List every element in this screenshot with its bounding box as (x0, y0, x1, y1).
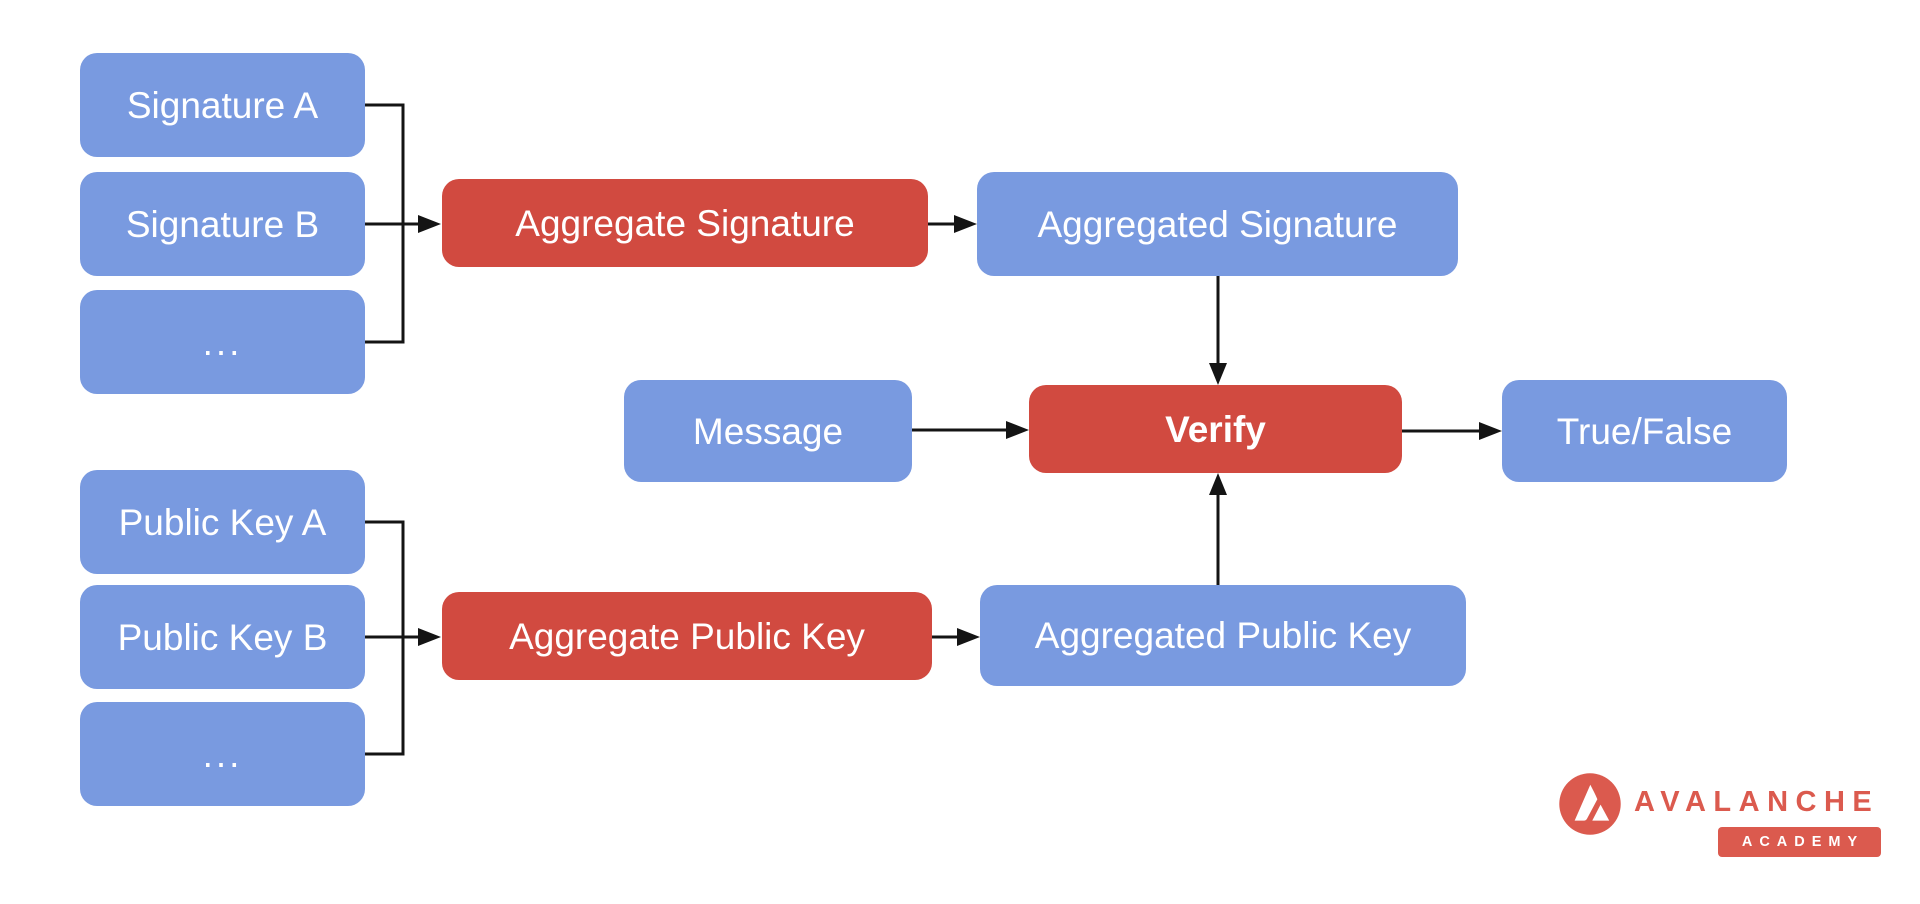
public-key-group-connector (365, 520, 441, 756)
message-to-verify-arrow (912, 421, 1029, 439)
node-public-key-ellipsis: ... (80, 702, 365, 806)
node-label: Public Key A (118, 501, 327, 543)
aggregated-pk-to-verify-arrow (1209, 473, 1227, 585)
node-aggregated-public-key: Aggregated Public Key (980, 585, 1466, 686)
node-public-key-b: Public Key B (80, 585, 365, 689)
arrowhead-right (1479, 422, 1502, 440)
arrowhead-right (418, 215, 441, 233)
node-label: Signature A (126, 84, 319, 126)
node-label: Aggregated Signature (1037, 203, 1398, 245)
avalanche-academy-logo: AVALANCHE ACADEMY (1556, 770, 1886, 860)
arrowhead-right (418, 628, 441, 646)
arrowhead-right (954, 215, 977, 233)
node-label: Signature B (125, 203, 320, 245)
node-label: True/False (1556, 410, 1733, 452)
arrowhead-down (1209, 363, 1227, 385)
node-label: ... (202, 733, 243, 775)
node-label: Verify (1165, 408, 1266, 450)
node-signature-a: Signature A (80, 53, 365, 157)
node-true-false: True/False (1502, 380, 1787, 482)
node-signature-b: Signature B (80, 172, 365, 276)
node-verify: Verify (1029, 385, 1402, 473)
avalanche-mountain-icon (1559, 773, 1621, 835)
logo-academy-text: ACADEMY (1741, 834, 1865, 850)
agg-sig-to-aggregated-sig-arrow (928, 215, 977, 233)
aggregated-sig-to-verify-arrow (1209, 276, 1227, 385)
arrowhead-up (1209, 473, 1227, 495)
node-aggregate-signature: Aggregate Signature (442, 179, 928, 267)
node-signature-ellipsis: ... (80, 290, 365, 394)
verify-to-truefalse-arrow (1402, 422, 1502, 440)
node-label: Aggregated Public Key (1034, 615, 1412, 656)
node-aggregated-signature: Aggregated Signature (977, 172, 1458, 276)
node-public-key-a: Public Key A (80, 470, 365, 574)
logo-academy-badge: ACADEMY (1718, 827, 1881, 857)
node-message: Message (624, 380, 912, 482)
node-label: Public Key B (117, 616, 328, 658)
node-label: Message (692, 410, 844, 452)
logo-brand-text: AVALANCHE (1634, 786, 1880, 818)
signature-group-connector (365, 103, 441, 344)
node-label: ... (202, 321, 243, 363)
node-label: Aggregate Public Key (509, 615, 865, 657)
arrowhead-right (957, 628, 980, 646)
arrowhead-right (1006, 421, 1029, 439)
node-label: Aggregate Signature (515, 202, 855, 244)
agg-pk-to-aggregated-pk-arrow (932, 628, 980, 646)
node-aggregate-public-key: Aggregate Public Key (442, 592, 932, 680)
